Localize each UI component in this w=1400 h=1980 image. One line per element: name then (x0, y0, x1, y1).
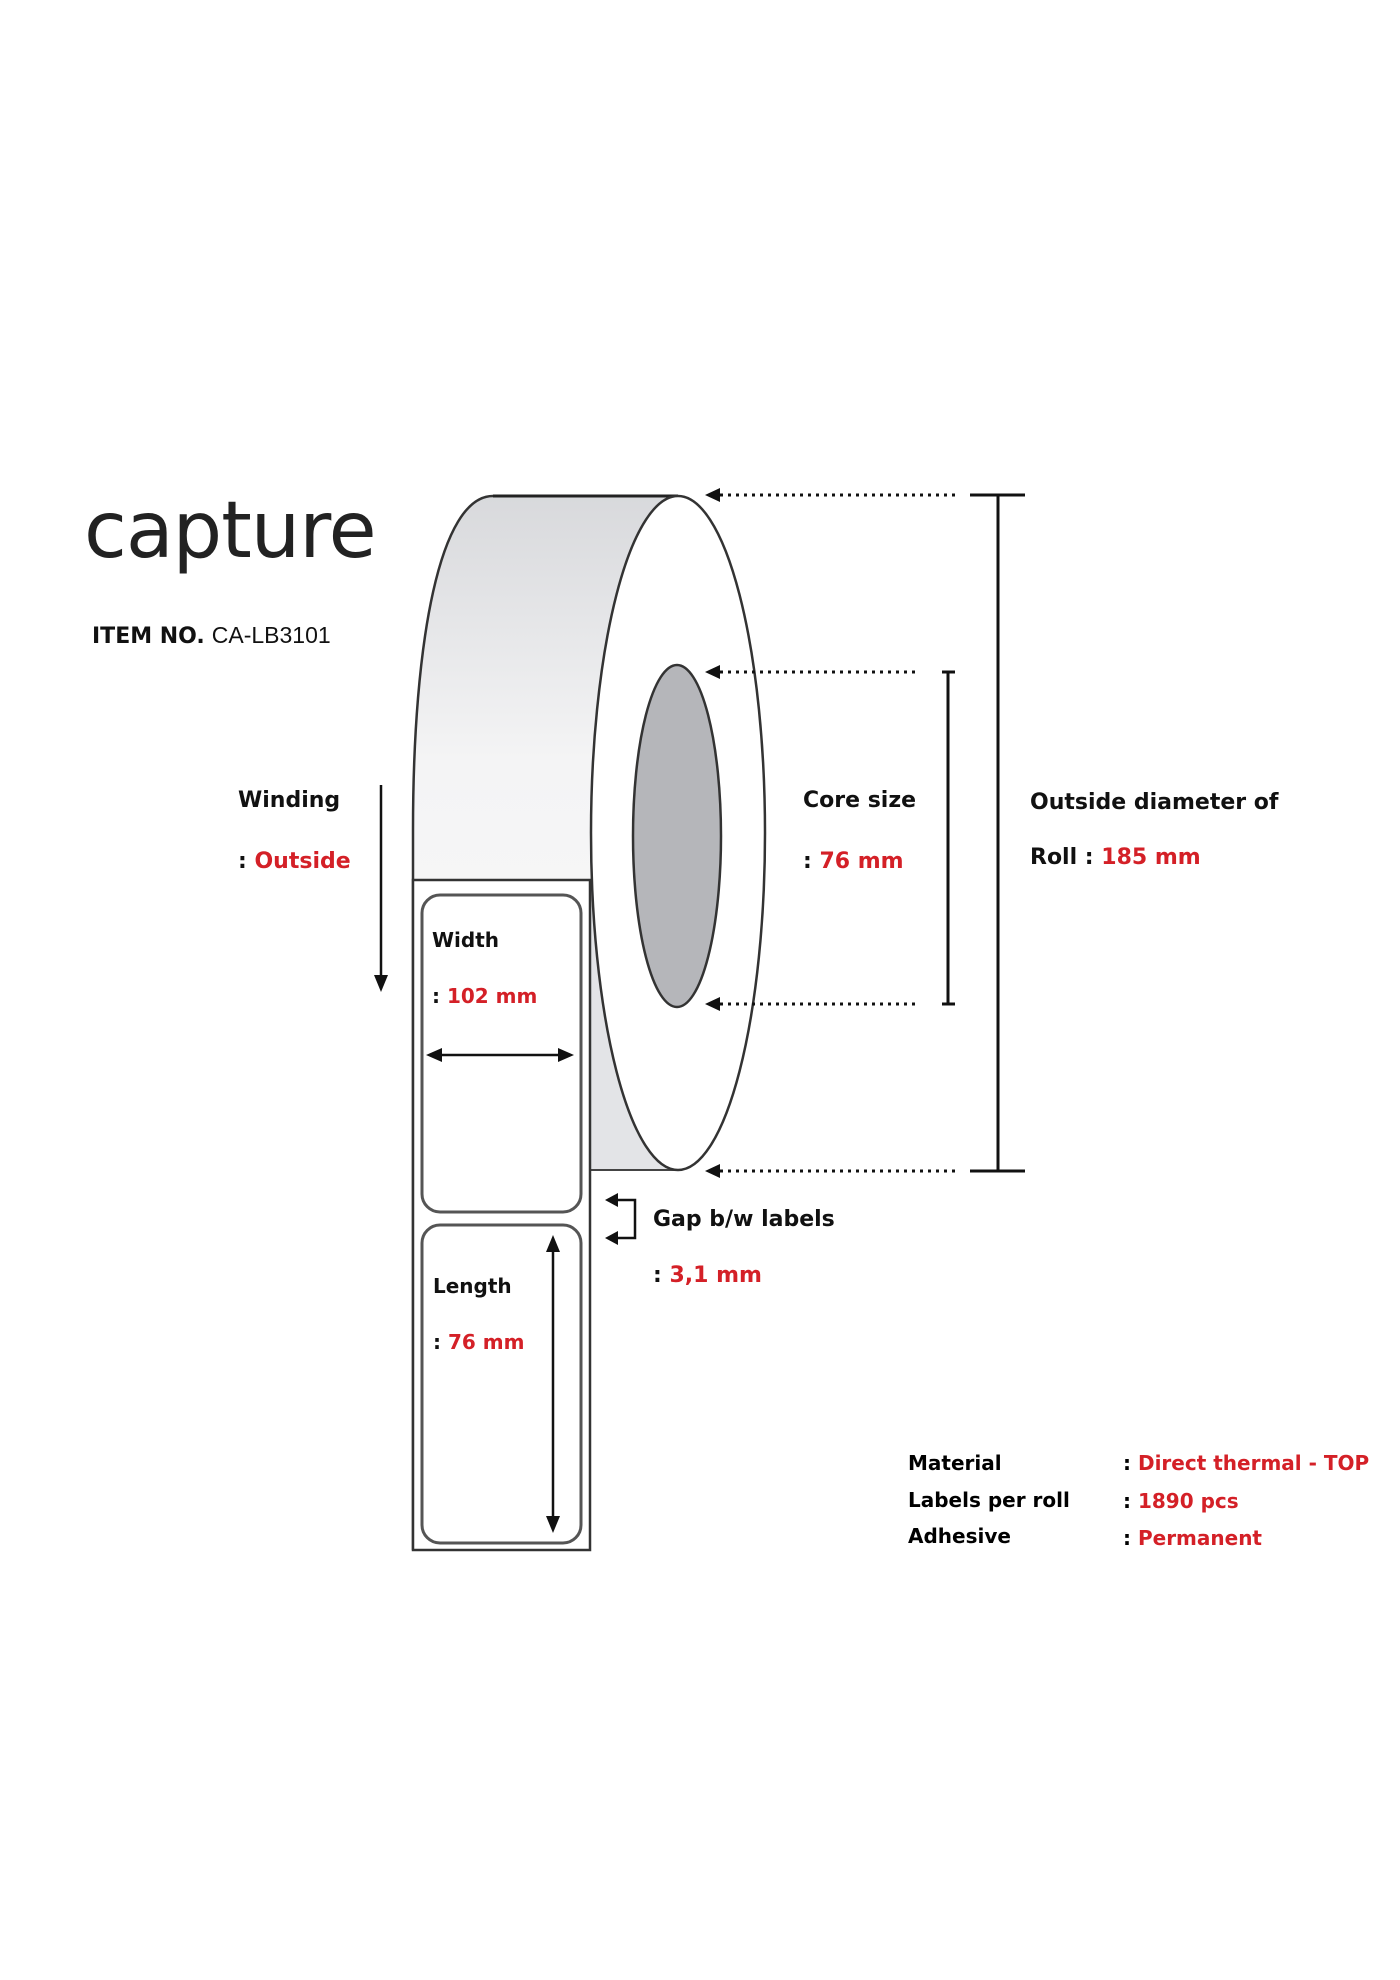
winding-sep: : (238, 849, 255, 874)
gap-value-row: : 3,1 mm (653, 1263, 762, 1288)
dotted-arrow-left-icon (720, 493, 955, 1173)
winding-value-row: : Outside (238, 849, 351, 874)
label-1 (420, 893, 583, 1214)
core-size-sep: : (803, 849, 820, 874)
gap-label: Gap b/w labels (653, 1207, 835, 1232)
core-size-label: Core size (803, 788, 917, 813)
width-value: 102 mm (446, 984, 538, 1008)
outside-diameter-label-2: Roll : (1030, 845, 1102, 870)
item-number-value: CA-LB3101 (211, 622, 331, 648)
roll-core (631, 663, 723, 1009)
width-label: Width (432, 928, 500, 952)
gap-sep: : (653, 1263, 670, 1288)
spec-adhesive-value-row: : Permanent (1123, 1526, 1262, 1550)
spec-material-value: Direct thermal - TOP (1137, 1451, 1370, 1475)
dotted-arrow-heads (705, 488, 720, 1178)
double-arrow-vertical-icon (546, 1235, 560, 1533)
outside-diameter-value-row: Roll : 185 mm (1030, 845, 1201, 870)
length-value: 76 mm (447, 1330, 525, 1354)
spec-adhesive-value: Permanent (1137, 1526, 1262, 1550)
winding-label: Winding (238, 788, 341, 813)
spec-adhesive-label: Adhesive (908, 1524, 1011, 1548)
width-value-row: : 102 mm (432, 984, 537, 1008)
spec-material-label: Material (908, 1451, 1002, 1475)
spec-material-value-row: : Direct thermal - TOP (1123, 1451, 1369, 1475)
spec-labels-per-roll-label: Labels per roll (908, 1488, 1070, 1512)
length-sep: : (433, 1330, 448, 1354)
width-sep: : (432, 984, 447, 1008)
spec-labels-per-roll-value-row: : 1890 pcs (1123, 1489, 1239, 1513)
gap-value: 3,1 mm (669, 1263, 762, 1288)
item-number: ITEM NO. CA-LB3101 (92, 622, 331, 649)
spec-sep: : (1123, 1526, 1138, 1550)
label-liner (411, 878, 592, 1552)
brand-logo: capture (84, 486, 377, 576)
label-2 (420, 1223, 583, 1545)
arrow-down-icon (374, 785, 388, 992)
winding-value: Outside (254, 849, 351, 874)
spec-sep: : (1123, 1489, 1138, 1513)
dimension-bar-icon (942, 493, 1025, 1173)
core-size-value-row: : 76 mm (803, 849, 904, 874)
outside-diameter-label: Outside diameter of (1030, 790, 1279, 815)
double-arrow-horizontal-icon (426, 1048, 574, 1062)
spec-labels-per-roll-value: 1890 pcs (1137, 1489, 1239, 1513)
spec-sep: : (1123, 1451, 1138, 1475)
length-value-row: : 76 mm (433, 1330, 524, 1354)
core-size-value: 76 mm (819, 849, 904, 874)
gap-bracket-arrows-icon (605, 1193, 637, 1245)
outside-diameter-value: 185 mm (1101, 845, 1201, 870)
item-number-label: ITEM NO. (92, 624, 205, 649)
length-label: Length (433, 1274, 512, 1298)
